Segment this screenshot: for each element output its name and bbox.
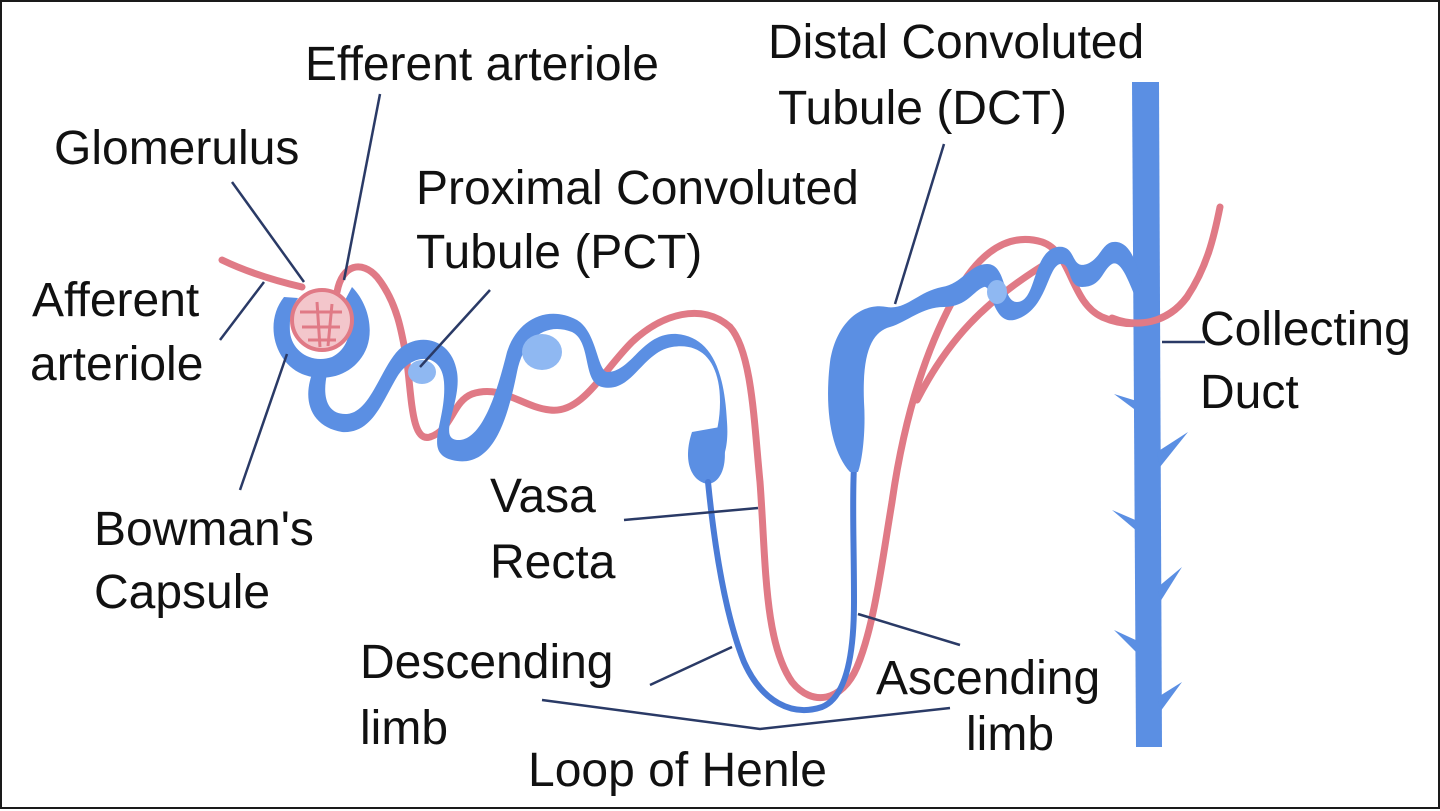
labels: Efferent arteriole Glomerulus Afferent a… (30, 16, 1411, 797)
proximal-convoluted-tubule (273, 287, 728, 484)
label-dct-line2: Tubule (DCT) (778, 82, 1067, 135)
leader-descending (649, 645, 733, 687)
label-descending-line1: Descending (360, 636, 614, 689)
label-afferent-line1: Afferent (32, 274, 199, 327)
leader-loop (541, 698, 951, 731)
leader-vasa (623, 506, 759, 522)
leader-dct (893, 143, 946, 305)
distal-convoluted-tubule (828, 241, 1142, 472)
collecting-duct (1112, 82, 1188, 747)
leader-ascending (857, 612, 961, 647)
label-bowman-line2: Capsule (94, 566, 270, 619)
leader-afferent (219, 281, 265, 341)
label-efferent-arteriole: Efferent arteriole (305, 38, 659, 91)
label-vasa-line2: Recta (490, 536, 616, 589)
leader-pct (419, 289, 491, 368)
label-ascending-line2: limb (966, 708, 1054, 761)
vasa-recta-vessel (218, 203, 1224, 701)
label-pct-line2: Tubule (PCT) (416, 226, 702, 279)
label-loop-of-henle: Loop of Henle (528, 744, 827, 797)
leader-bowman (238, 353, 289, 491)
label-glomerulus: Glomerulus (54, 122, 299, 175)
leader-lines (219, 93, 1205, 731)
label-collecting-line2: Duct (1200, 366, 1299, 419)
label-pct-line1: Proximal Convoluted (416, 162, 859, 215)
label-afferent-line2: arteriole (30, 338, 203, 391)
label-descending-line2: limb (360, 702, 448, 755)
label-ascending-line1: Ascending (876, 652, 1100, 705)
glomerulus (290, 288, 354, 352)
loop-of-henle (705, 464, 858, 713)
label-dct-line1: Distal Convoluted (768, 16, 1144, 69)
leader-glomerulus (230, 181, 306, 283)
label-bowman-line1: Bowman's (94, 503, 314, 556)
label-collecting-line1: Collecting (1200, 303, 1411, 356)
leader-efferent (342, 93, 382, 281)
vessel-crossing (1108, 293, 1191, 327)
label-vasa-line1: Vasa (490, 470, 596, 523)
